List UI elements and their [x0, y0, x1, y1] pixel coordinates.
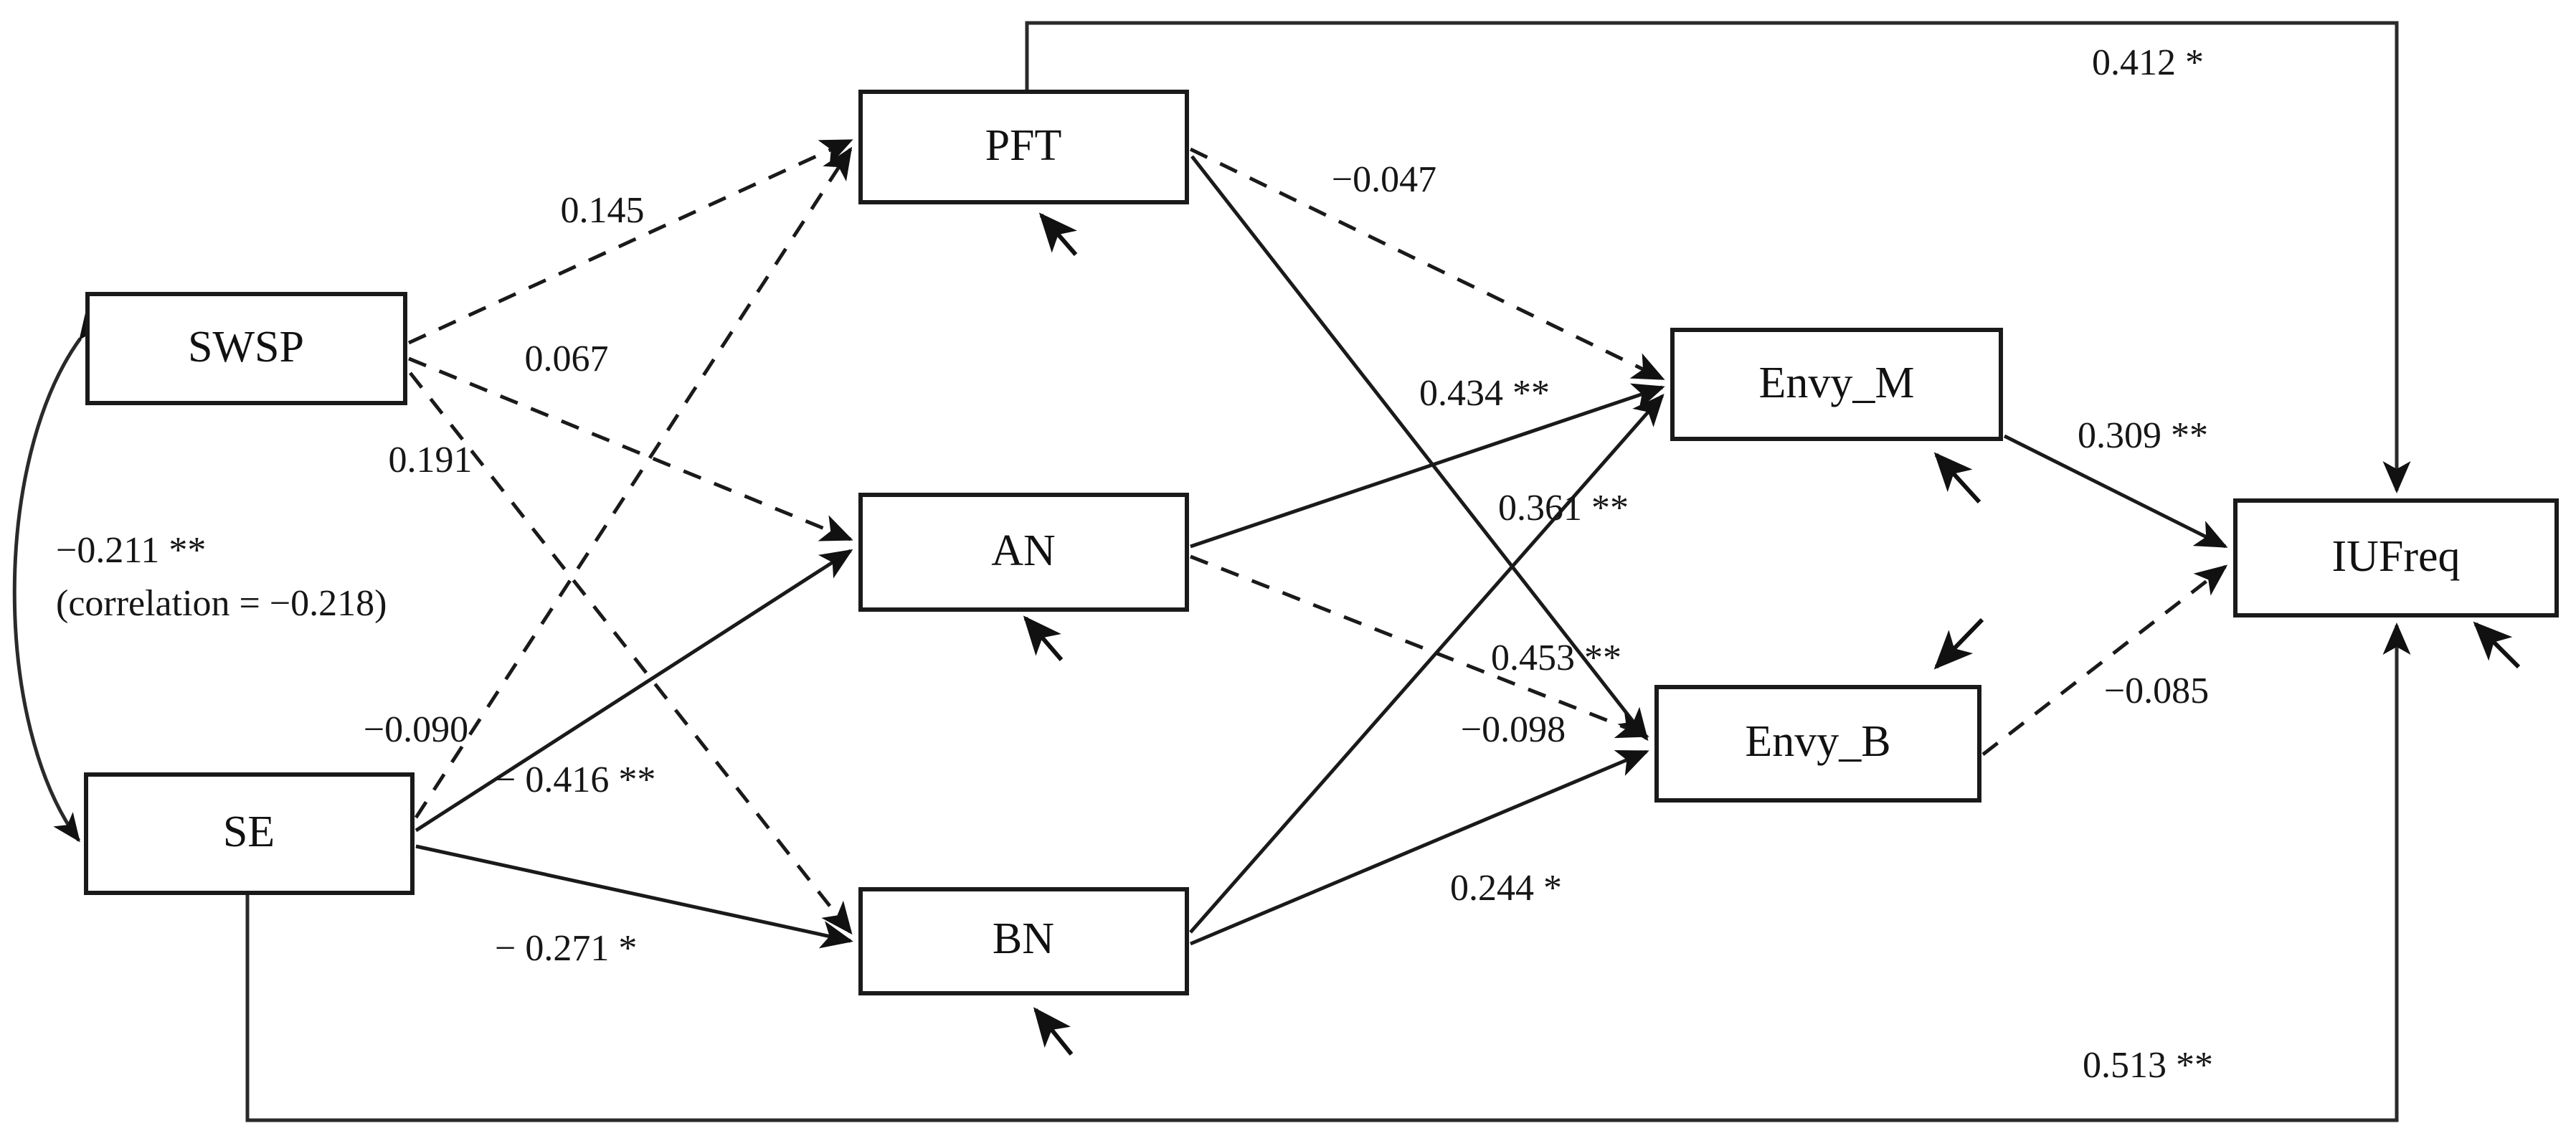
edge-label-an-envym: 0.434 **: [1419, 373, 1550, 414]
node-pft-label: PFT: [985, 121, 1062, 170]
edge-pft-envym: [1189, 147, 1665, 381]
node-se-rect[interactable]: [84, 772, 415, 895]
node-swsp-label: SWSP: [188, 323, 304, 371]
edge-label-covariance-note: (correlation = −0.218): [56, 583, 387, 624]
node-bn-rect[interactable]: [858, 887, 1189, 995]
node-pft-rect[interactable]: [858, 90, 1189, 204]
edge-swsp-pft: [407, 138, 853, 345]
node-bn-label: BN: [993, 914, 1054, 963]
node-envy-m[interactable]: Envy_M: [1670, 328, 2003, 441]
node-an-rect[interactable]: [858, 493, 1189, 612]
node-envy-m-label: Envy_M: [1759, 359, 1915, 407]
edge-label-se-iufreq: 0.513 **: [2083, 1045, 2213, 1086]
edge-label-an-envyb: −0.098: [1461, 709, 1566, 750]
residual-arrow-pft: [1038, 212, 1078, 256]
residual-arrow-an: [1023, 615, 1064, 661]
edge-label-swsp-an: 0.067: [525, 339, 609, 379]
edge-se-pft: [414, 146, 853, 819]
edge-pft-iufreq: [1025, 21, 2411, 494]
edge-label-se-pft: −0.090: [364, 709, 468, 750]
edge-label-envym-iufreq: 0.309 **: [2078, 415, 2208, 456]
residual-arrow-iufreq: [2473, 621, 2521, 669]
edge-bn-envyb: [1190, 749, 1649, 946]
node-envy-b-label: Envy_B: [1745, 717, 1890, 766]
edge-envym-iufreq: [2003, 434, 2228, 549]
edge-bn-envym: [1189, 393, 1665, 934]
edge-label-se-bn: − 0.271 *: [495, 928, 637, 969]
edge-label-envyb-iufreq: −0.085: [2104, 671, 2209, 711]
edge-se-an: [415, 549, 853, 833]
edge-label-swsp-bn: 0.191: [389, 440, 473, 481]
edge-pft-envyb: [1190, 155, 1649, 742]
edge-envyb-iufreq: [1981, 564, 2228, 756]
node-iufreq-label: IUFreq: [2331, 532, 2460, 581]
node-pft[interactable]: PFT: [858, 90, 1189, 204]
residual-arrow-envym: [1933, 452, 1981, 504]
edge-label-swsp-pft: 0.145: [561, 190, 645, 231]
node-iufreq-rect[interactable]: [2233, 498, 2559, 617]
node-bn[interactable]: BN: [858, 887, 1189, 995]
residual-arrow-bn: [1033, 1007, 1074, 1056]
node-swsp[interactable]: SWSP: [85, 292, 407, 405]
node-envy-m-rect[interactable]: [1670, 328, 2003, 441]
edge-label-pft-envym: −0.047: [1332, 159, 1436, 200]
node-envy-b-rect[interactable]: [1654, 685, 1981, 803]
residual-arrow-envyb: [1933, 617, 1984, 670]
node-an[interactable]: AN: [858, 493, 1189, 612]
edge-swsp-an: [408, 356, 853, 541]
edge-se-bn: [415, 844, 853, 949]
node-swsp-rect[interactable]: [85, 292, 407, 405]
edge-swsp-bn: [409, 371, 853, 935]
edge-se-iufreq: [245, 622, 2411, 1122]
node-an-label: AN: [991, 526, 1056, 575]
edge-label-bn-envyb: 0.244 *: [1450, 868, 1562, 909]
edge-label-se-an: − 0.416 **: [495, 759, 655, 800]
edge-label-pft-iufreq: 0.412 *: [2092, 42, 2204, 83]
node-envy-b[interactable]: Envy_B: [1654, 685, 1981, 803]
edge-label-pft-envyb: 0.453 **: [1491, 638, 1621, 678]
node-iufreq[interactable]: IUFreq: [2233, 498, 2559, 617]
edge-an-envym: [1190, 383, 1665, 549]
edge-label-bn-envym: 0.361 **: [1498, 488, 1629, 529]
edge-an-envyb: [1190, 554, 1649, 739]
node-se-label: SE: [223, 808, 275, 856]
edge-covariance-swsp-se: [12, 310, 106, 843]
edge-label-covariance-coeff: −0.211 **: [56, 530, 206, 571]
node-se[interactable]: SE: [84, 772, 415, 895]
